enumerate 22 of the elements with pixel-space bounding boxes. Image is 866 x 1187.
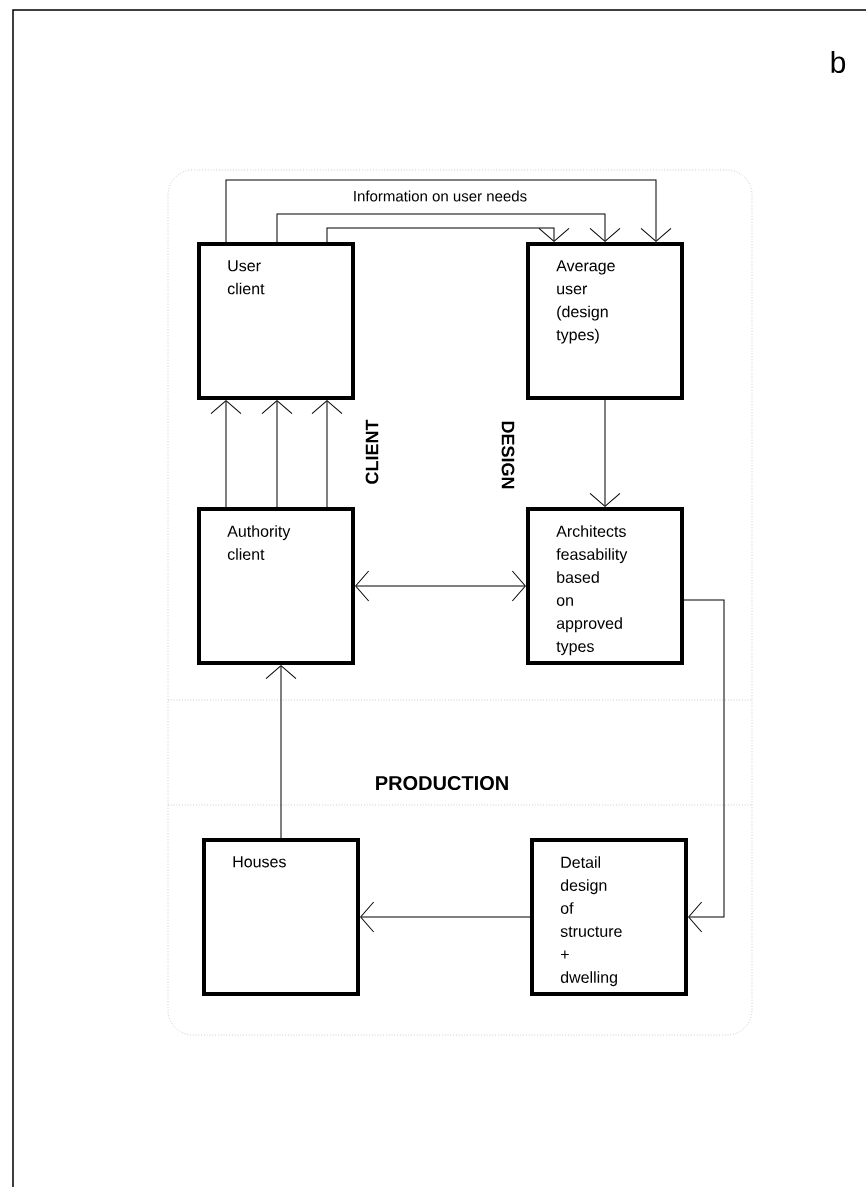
process-box: Architects feasability based on approved types xyxy=(526,507,684,665)
section-label: CLIENT xyxy=(365,419,379,484)
process-box: Authority client xyxy=(197,507,355,665)
panel-letter: b xyxy=(831,51,846,74)
section-label: PRODUCTION xyxy=(376,775,508,791)
arrow xyxy=(326,227,570,243)
arrow xyxy=(276,213,621,243)
arrow xyxy=(683,599,725,933)
arrow xyxy=(210,400,242,508)
process-box: Detail design of structure + dwelling xyxy=(530,838,688,996)
process-box: Houses xyxy=(202,838,360,996)
arrow xyxy=(360,901,531,933)
arrow xyxy=(225,179,672,243)
arrow xyxy=(355,570,526,602)
section-label: DESIGN xyxy=(501,421,515,489)
edge-label: Information on user needs xyxy=(350,188,530,204)
process-box: Average user (design types) xyxy=(526,242,684,400)
process-box: User client xyxy=(197,242,355,400)
arrow xyxy=(311,400,343,508)
arrow xyxy=(589,399,621,507)
arrow xyxy=(261,400,293,508)
arrow xyxy=(265,665,297,839)
